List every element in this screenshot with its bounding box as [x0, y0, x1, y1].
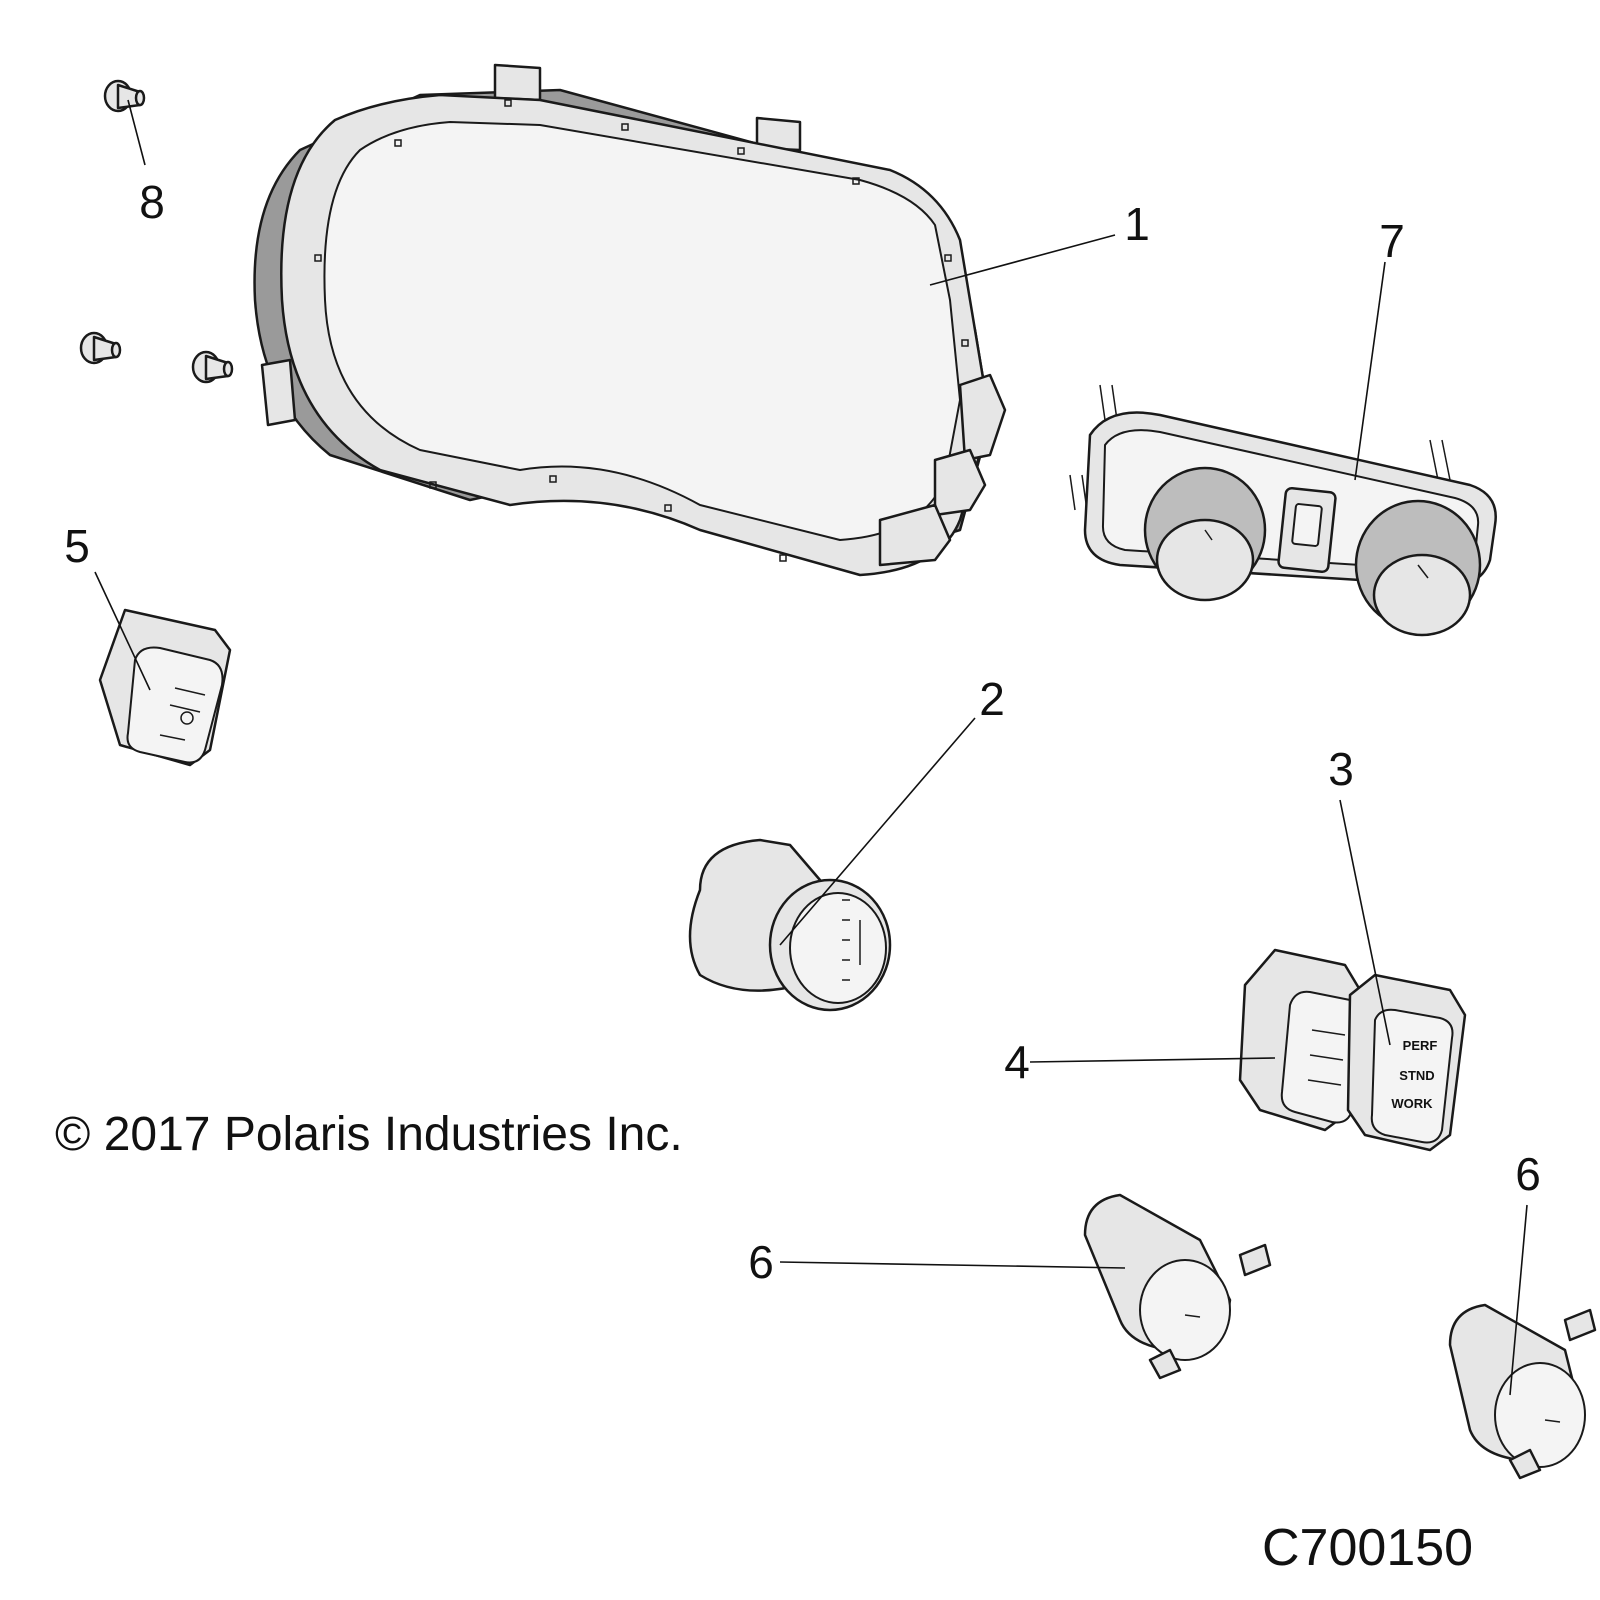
rocker-switch-5 — [98, 608, 232, 767]
rocker-switch-4 — [1238, 948, 1365, 1132]
screw — [103, 79, 146, 113]
callout-4: 4 — [1004, 1036, 1030, 1088]
screw — [79, 331, 122, 365]
legend-perf: PERF — [1403, 1038, 1438, 1053]
callout-6b: 6 — [1515, 1148, 1541, 1200]
instrument-cluster — [253, 63, 1007, 577]
copyright-notice: © 2017 Polaris Industries Inc. — [55, 1108, 683, 1161]
callout-1: 1 — [1124, 198, 1150, 250]
callout-3: 3 — [1328, 743, 1354, 795]
callout-2: 2 — [979, 673, 1005, 725]
mode-rocker — [1277, 486, 1337, 574]
leader-lines — [94, 99, 1528, 1396]
figure-id: C700150 — [1262, 1519, 1473, 1577]
temperature-knob — [1143, 466, 1267, 602]
callout-5: 5 — [64, 520, 90, 572]
rocker-switch-3: PERF STND WORK — [1346, 973, 1467, 1152]
callout-8: 8 — [139, 176, 165, 228]
legend-work: WORK — [1391, 1096, 1433, 1111]
legend-stnd: STND — [1399, 1068, 1434, 1083]
callout-7: 7 — [1379, 215, 1405, 267]
knob-6-right — [1448, 1303, 1597, 1480]
callouts: 8 1 7 5 2 3 4 6 6 — [64, 176, 1541, 1288]
hvac-control — [1069, 384, 1497, 637]
fan-knob — [1354, 499, 1482, 637]
callout-6a: 6 — [748, 1236, 774, 1288]
knob-6-left — [1083, 1193, 1272, 1380]
rotary-switch — [688, 838, 892, 1012]
screw — [191, 350, 234, 384]
screws — [79, 79, 234, 384]
